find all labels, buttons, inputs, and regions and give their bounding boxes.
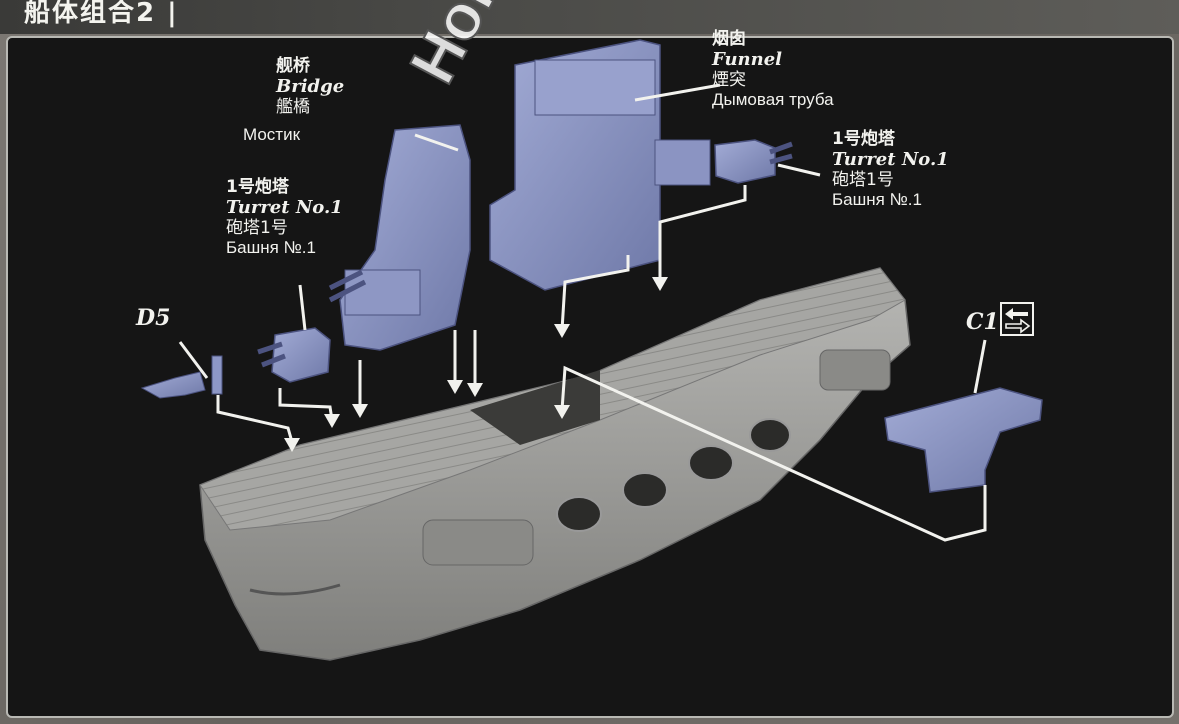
bridge-label-ja: 艦橋	[276, 96, 310, 117]
bridge-label-en: Bridge	[276, 75, 345, 97]
bridge-label: 舰桥 Bridge 艦橋	[276, 56, 345, 117]
page-title: 船体组合2 |	[24, 0, 179, 28]
hangar-opening	[688, 445, 734, 481]
hangar-opening	[622, 472, 668, 508]
turret-left-part	[257, 327, 331, 383]
ship-hull	[199, 267, 911, 661]
turret-right-part	[714, 139, 793, 184]
turret-right-label-zh: 1号炮塔	[832, 129, 895, 149]
part-d5-label: D5	[136, 305, 171, 331]
leader-arrowheads	[284, 277, 668, 452]
turret-left-label-en: Turret No.1	[226, 196, 343, 218]
part-c1-label: C1	[966, 309, 999, 335]
turret-left-label-ru: Башня №.1	[226, 238, 316, 258]
turret-right-label-ru: Башня №.1	[832, 190, 922, 210]
bridge-label-ru: Мостик	[243, 125, 301, 144]
sponson-guns	[422, 519, 534, 566]
leader-lines	[178, 83, 987, 542]
funnel-label-ru: Дымовая труба	[712, 90, 834, 110]
sponson-guns	[819, 349, 891, 391]
c1-part	[884, 387, 1043, 493]
d5-part	[140, 355, 223, 399]
header-strip: 船体组合2 |	[0, 0, 1179, 34]
turret-left-label: 1号炮塔 Turret No.1 砲塔1号 Башня №.1	[226, 177, 343, 258]
turret-right-label: 1号炮塔 Turret No.1 砲塔1号 Башня №.1	[832, 129, 949, 210]
turret-right-label-en: Turret No.1	[832, 148, 949, 170]
bridge-label-zh: 舰桥	[276, 56, 310, 76]
turret-left-label-ja: 砲塔1号	[226, 217, 288, 238]
bridge-part	[328, 124, 471, 351]
turret-right-label-ja: 砲塔1号	[832, 169, 894, 190]
hangar-opening	[749, 418, 791, 452]
funnel-label-en: Funnel	[712, 48, 783, 70]
turret-left-label-zh: 1号炮塔	[226, 177, 289, 197]
funnel-label-ja: 煙突	[712, 69, 746, 90]
hangar-opening	[556, 496, 602, 532]
funnel-label-zh: 烟囱	[712, 29, 746, 49]
funnel-label: 烟囱 Funnel 煙突 Дымовая труба	[712, 29, 834, 110]
funnel-part	[489, 39, 711, 291]
flip-part-icon	[1000, 302, 1034, 336]
